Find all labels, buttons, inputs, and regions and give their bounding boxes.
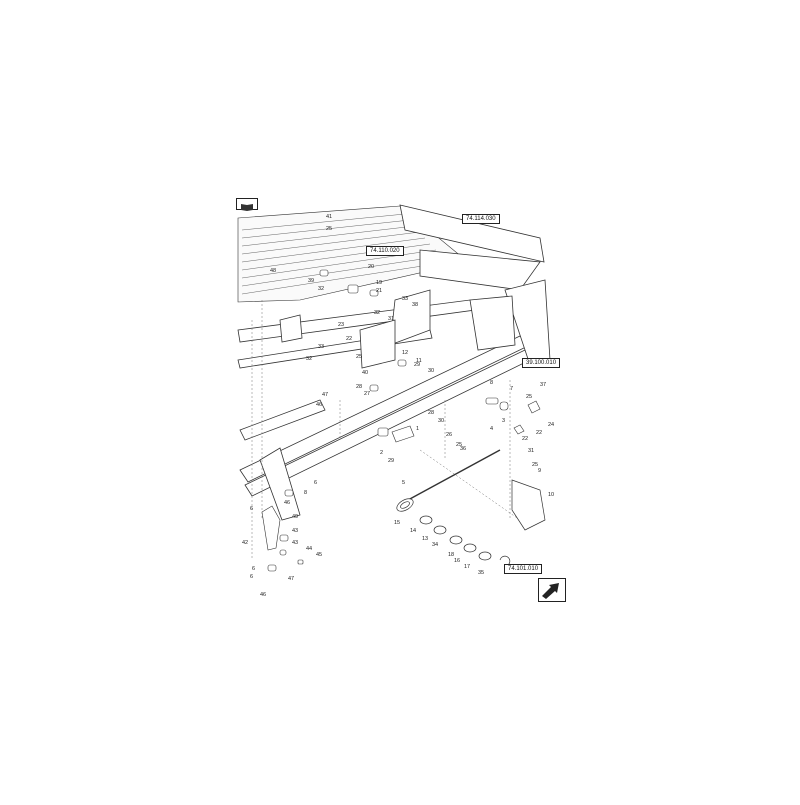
callout-number: 47 [288,576,294,582]
small-parts [261,269,541,572]
frame-rails [237,204,551,521]
callout-number: 22 [536,430,542,436]
callout-number: 13 [422,536,428,542]
callout-number: 3 [502,418,505,424]
callout-number: 25 [326,226,332,232]
callout-number: 31 [388,316,394,322]
callout-number: 33 [402,296,408,302]
callout-number: 40 [362,370,368,376]
callout-number: 42 [242,540,248,546]
callout-number: 25 [456,442,462,448]
callout-number: 32 [306,356,312,362]
callout-number: 22 [522,436,528,442]
callout-number: 26 [446,432,452,438]
callout-number: 24 [548,422,554,428]
callout-number: 5 [402,480,405,486]
callout-number: 38 [412,302,418,308]
callout-number: 46 [316,402,322,408]
book-icon [236,198,258,211]
callout-number: 32 [374,310,380,316]
callout-number: 21 [376,288,382,294]
callout-number: 17 [464,564,470,570]
callout-number: 39 [308,278,314,284]
callout-number: 36 [460,446,466,452]
callout-number: 6 [250,506,253,512]
callout-number: 1 [416,426,419,432]
callout-number: 46 [284,500,290,506]
callout-number: 46 [260,592,266,598]
callout-number: 10 [548,492,554,498]
callout-number: 28 [356,384,362,390]
callout-number: 49 [292,514,298,520]
callout-number: 33 [318,344,324,350]
callout-number: 47 [322,392,328,398]
callout-number: 32 [318,286,324,292]
callout-number: 48 [270,268,276,274]
callout-number: 34 [432,542,438,548]
callout-number: 25 [356,354,362,360]
arrow-icon [538,578,566,602]
callout-number: 9 [538,468,541,474]
callout-number: 43 [292,528,298,534]
callout-number: 20 [368,264,374,270]
callout-number: 44 [306,546,312,552]
callout-number: 11 [416,358,422,364]
callout-number: 23 [338,322,344,328]
callout-number: 15 [394,520,400,526]
callout-number: 8 [490,380,493,386]
callout-number: 25 [532,462,538,468]
callout-number: 6 [314,480,317,486]
callout-number: 27 [364,391,370,397]
callout-number: 4 [490,426,493,432]
callout-number: 35 [478,570,484,576]
leader-lines [251,300,521,560]
callout-number: 18 [448,552,454,558]
callout-number: 6 [252,566,255,572]
reference-box-74-101-010: 74.101.010 [504,564,543,574]
callout-number: 28 [428,410,434,416]
callout-number: 37 [540,382,546,388]
callout-number: 14 [410,528,416,534]
callout-number: 30 [438,418,444,424]
reference-box-39-100-010: 39.100.010 [522,358,561,368]
callout-number: 7 [510,386,513,392]
callout-number: 22 [346,336,352,342]
callout-number: 19 [376,280,382,286]
callout-number: 43 [292,540,298,546]
callout-number: 29 [388,458,394,464]
reference-box-74-110-020: 74.110.020 [366,246,404,256]
callout-number: 29 [414,362,420,368]
callout-number: 45 [316,552,322,558]
callout-number: 41 [326,214,332,220]
callout-number: 25 [526,394,532,400]
shaft-assembly [396,449,546,567]
callout-number: 16 [454,558,460,564]
callout-number: 2 [380,450,383,456]
reference-box-74-114-030: 74.114.030 [462,214,500,224]
callout-number: 8 [304,490,307,496]
callout-number: 6 [250,574,253,580]
callout-number: 12 [402,350,408,356]
callout-number: 31 [528,448,534,454]
callout-number: 30 [428,368,434,374]
